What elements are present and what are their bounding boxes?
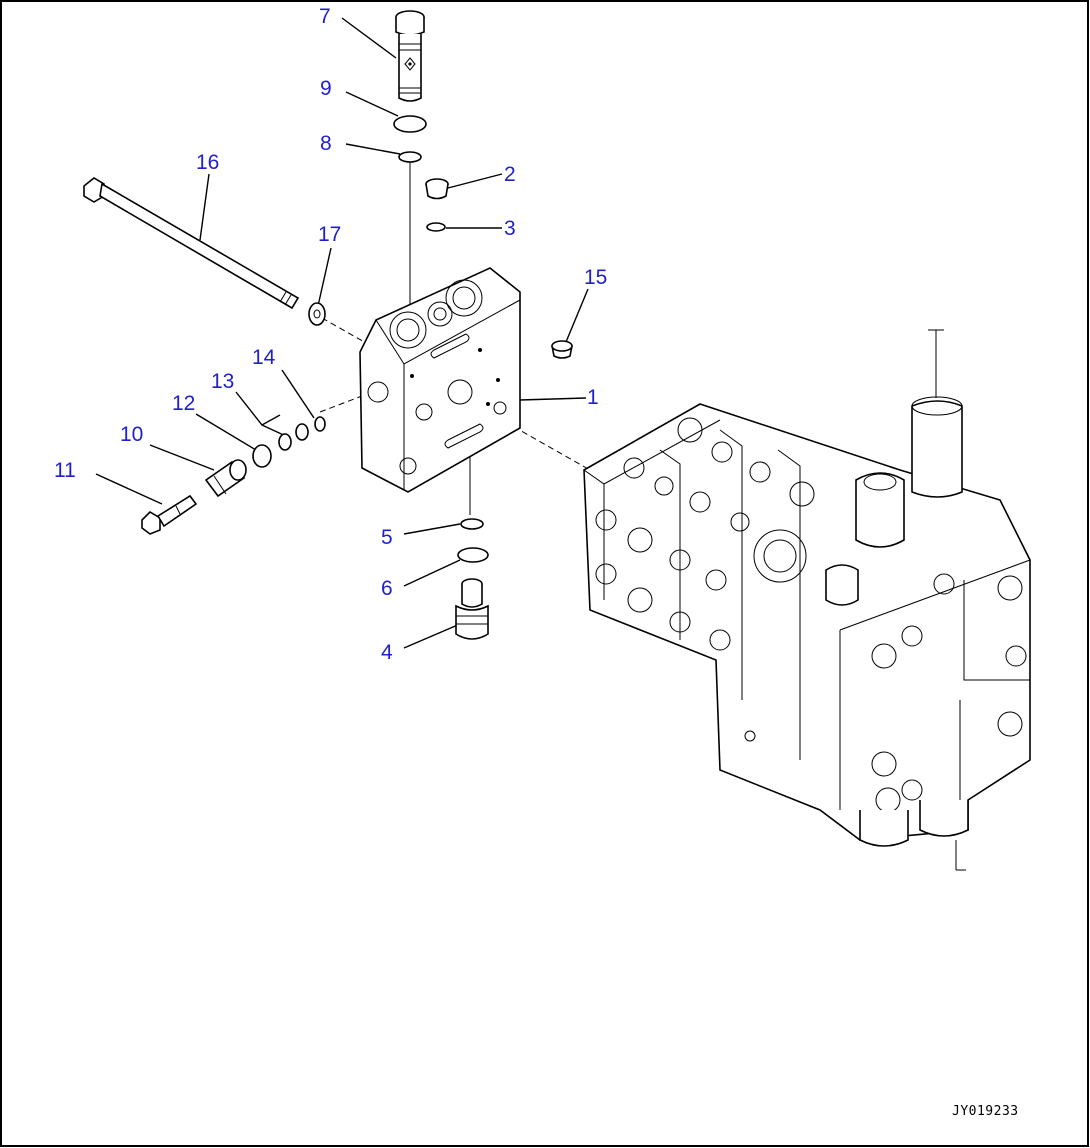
part-3-oring bbox=[426, 222, 446, 232]
part-13-oring bbox=[278, 433, 292, 451]
callout-7: 7 bbox=[319, 5, 331, 28]
part-1-valve-body bbox=[359, 267, 521, 493]
callout-12: 12 bbox=[172, 392, 195, 415]
callout-1: 1 bbox=[587, 386, 599, 409]
part-16-tie-bolt bbox=[83, 177, 300, 310]
callout-8: 8 bbox=[320, 132, 332, 155]
callout-9: 9 bbox=[320, 77, 332, 100]
callout-11: 11 bbox=[54, 459, 76, 482]
part-13-backup-ring bbox=[295, 423, 309, 441]
drawing-reference: JY019233 bbox=[952, 1104, 1019, 1119]
control-valve-assembly bbox=[583, 329, 1031, 871]
part-10-sleeve bbox=[204, 459, 247, 498]
callout-13: 13 bbox=[211, 370, 234, 393]
part-6-oring bbox=[457, 547, 489, 563]
part-15-plug bbox=[551, 340, 573, 359]
callout-15: 15 bbox=[584, 266, 607, 289]
callout-6: 6 bbox=[381, 577, 393, 600]
callout-10: 10 bbox=[120, 423, 143, 446]
callout-14: 14 bbox=[252, 346, 276, 369]
part-5-oring bbox=[460, 518, 484, 530]
callout-2: 2 bbox=[504, 163, 516, 186]
part-8-oring bbox=[398, 151, 422, 163]
part-17-washer bbox=[308, 302, 326, 326]
part-14-oring bbox=[314, 416, 326, 432]
callout-5: 5 bbox=[381, 526, 393, 549]
part-9-oring bbox=[393, 115, 427, 133]
part-4-cartridge bbox=[455, 578, 489, 640]
part-11-screw bbox=[141, 494, 198, 535]
callout-4: 4 bbox=[381, 641, 393, 664]
callout-16: 16 bbox=[196, 151, 219, 174]
part-12-oring bbox=[252, 444, 272, 468]
callout-17: 17 bbox=[318, 223, 341, 246]
callout-labels: 7 9 8 2 3 16 17 15 1 14 13 12 10 11 5 6 … bbox=[54, 5, 607, 664]
callout-3: 3 bbox=[504, 217, 516, 240]
part-7-plug bbox=[395, 10, 425, 102]
part-2-plug bbox=[425, 178, 449, 200]
leader-lines bbox=[95, 17, 589, 649]
